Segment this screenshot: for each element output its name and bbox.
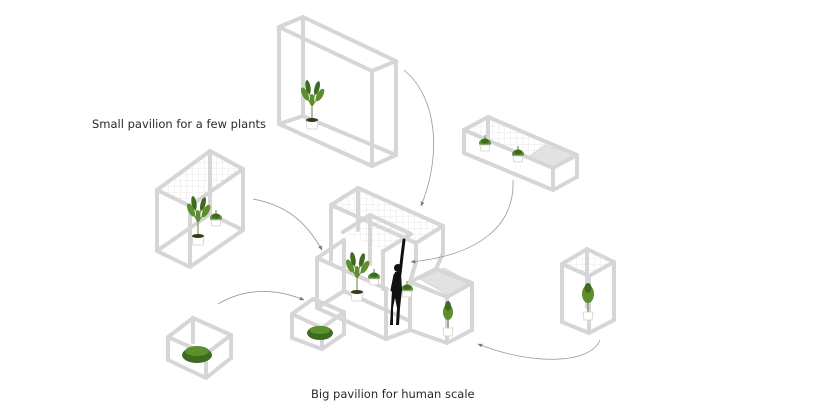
tall-pavilion [275, 15, 400, 168]
caption-small-pavilion: Small pavilion for a few plants [92, 117, 266, 131]
flat-pavilion [462, 115, 579, 192]
small-cube-pavilion [166, 316, 233, 380]
arrow-from-flat [410, 179, 514, 264]
human-figure-icon [390, 238, 406, 325]
caption-big-pavilion: Big pavilion for human scale [311, 387, 475, 401]
single-plant-pavilion [560, 247, 616, 335]
small-plant-icon [367, 268, 381, 286]
medium-pavilion [155, 149, 245, 269]
arrow-from-tall [403, 69, 434, 207]
arrow-from-single [477, 339, 601, 360]
tree-plant-icon [582, 283, 594, 321]
arrow-from-medium [252, 198, 323, 251]
tree-plant-icon [442, 301, 454, 337]
big-pavilion [290, 186, 474, 351]
arrow-from-small-cube [217, 291, 305, 305]
